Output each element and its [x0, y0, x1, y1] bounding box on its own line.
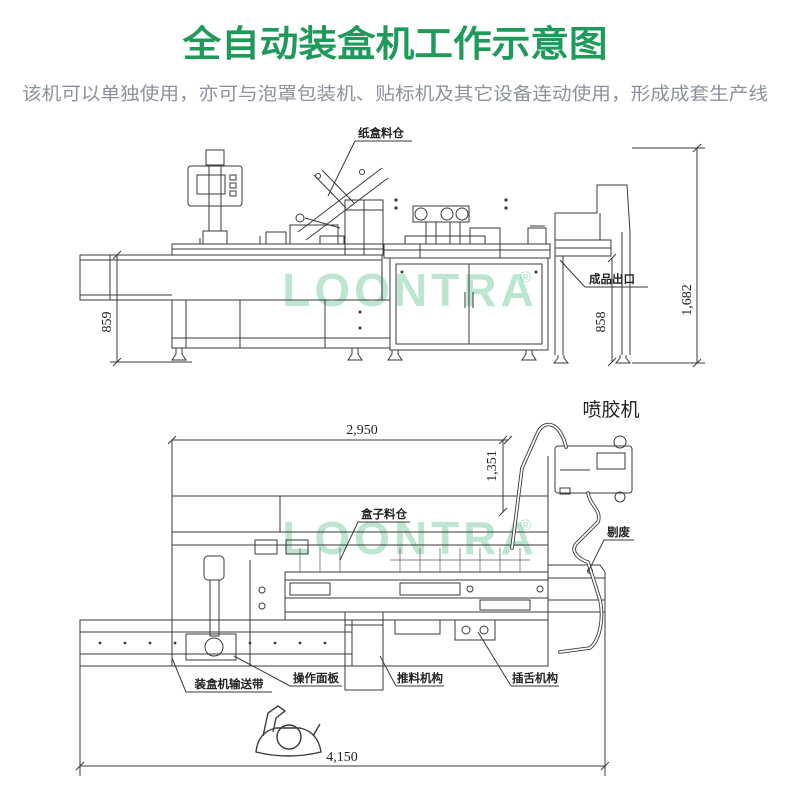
watermark-top: LOONTRA ®: [282, 264, 537, 316]
operation-panel-label: 操作面板: [293, 671, 339, 685]
page-subtitle: 该机可以单独使用，亦可与泡罩包装机、贴标机及其它设备连动使用，形成成套生产线: [22, 84, 768, 105]
glue-hoses: [510, 422, 604, 654]
box-magazine-label: 盒子料仓: [360, 507, 407, 521]
carton-magazine-leader: [327, 140, 412, 197]
carton-magazine: [289, 167, 389, 256]
tongue-inserter-leader: [477, 631, 559, 687]
output-conveyor: [548, 564, 606, 613]
dimension-2950-label: 2,950: [346, 423, 378, 438]
main-conveyor-rail: [284, 571, 549, 621]
touch-control-panel: [187, 149, 243, 245]
pusher-rods: [299, 548, 530, 572]
reject-leader: [587, 539, 634, 573]
box-magazine: [344, 611, 384, 691]
touch-screen: [196, 174, 226, 195]
output-section: [554, 184, 631, 355]
tongue-insertion-mechanism: [394, 619, 496, 641]
cartoning-mechanism: [394, 198, 547, 245]
dimension-2950: [167, 435, 513, 445]
dimension-1351: [498, 435, 508, 517]
main-rail: [383, 243, 551, 259]
dimension-1351-label: 1,351: [485, 450, 500, 482]
dimension-859: [110, 250, 192, 367]
product-outlet-label: 成品出口: [589, 272, 635, 286]
pusher-leader: [379, 655, 444, 687]
watermark-registered-mark: ®: [520, 269, 531, 286]
watermark-text: LOONTRA: [282, 512, 537, 564]
box-magazine-leader: [339, 521, 410, 561]
dimension-1682-label: 1,682: [680, 284, 695, 316]
main-body: [171, 531, 549, 667]
page-title: 全自动装盒机工作示意图: [181, 23, 607, 65]
dimension-1682: [632, 143, 705, 368]
lower-frame: [171, 299, 391, 349]
dimension-859-label: 859: [100, 312, 115, 333]
reject-label: 剔废: [606, 525, 630, 539]
front-elevation: 859 858 1,682 纸盒料仓 成品出口: [79, 126, 705, 368]
product-outlet-leader: [559, 259, 648, 288]
conveyor-label: 装盒机输送带: [194, 677, 264, 691]
machine-feet: [171, 348, 632, 364]
conveyor-leader: [171, 657, 272, 693]
pusher-label: 推料机构: [397, 671, 443, 685]
dimension-4150-label: 4,150: [326, 750, 358, 765]
top-plan-view: 2,950 1,351: [75, 399, 640, 776]
infeed-conveyor: [79, 619, 353, 667]
dimension-4150: [75, 612, 610, 776]
watermark-registered-mark: ®: [520, 517, 531, 534]
dimension-858-label: 858: [594, 312, 609, 333]
watermark-text: LOONTRA: [282, 264, 537, 316]
dimension-858: [607, 253, 617, 367]
tongue-inserter-label: 插舌机构: [512, 671, 558, 685]
watermark-bottom: LOONTRA ®: [282, 512, 537, 564]
operation-panel-arm: [185, 555, 237, 661]
operator-figure: [255, 705, 322, 757]
carton-magazine-label: 纸盒料仓: [358, 126, 404, 140]
operation-panel-leader: [233, 655, 342, 687]
glue-machine-label: 喷胶机: [582, 399, 639, 421]
glue-machine: [554, 435, 633, 503]
